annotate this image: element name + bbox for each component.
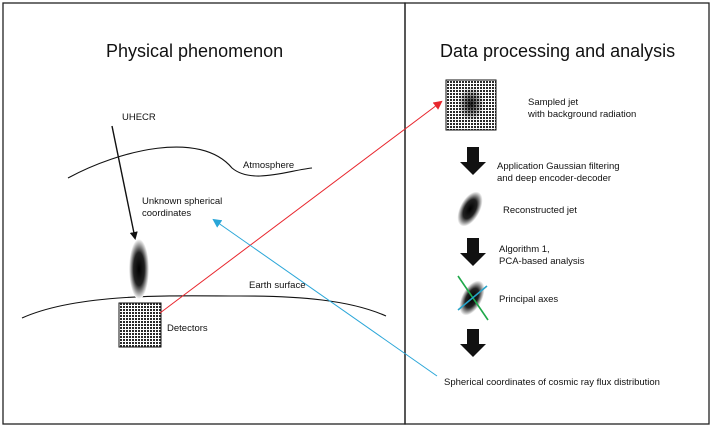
sampled-jet-blob <box>458 87 484 121</box>
detectors-label: Detectors <box>167 323 208 334</box>
blue-arrow-result-to-coords <box>212 218 438 377</box>
principal-axis-minor <box>457 285 488 311</box>
process-arrow-3 <box>460 329 486 357</box>
earth-surface-label: Earth surface <box>249 280 306 291</box>
process-arrow-2 <box>460 238 486 266</box>
air-shower-jet <box>129 239 149 299</box>
uhecr-label: UHECR <box>122 112 156 123</box>
algorithm-step-label: Algorithm 1, PCA-based analysis <box>499 244 585 267</box>
right-panel-frame <box>404 2 710 425</box>
red-arrow-detectors-to-sampled <box>159 100 443 314</box>
result-label: Spherical coordinates of cosmic ray flux… <box>444 377 660 388</box>
detector-grid <box>118 302 162 348</box>
reconstructed-jet <box>457 191 483 227</box>
earth-surface-curve <box>21 295 387 319</box>
atmosphere-curve <box>67 146 313 179</box>
filtering-step-label: Application Gaussian filtering and deep … <box>497 161 620 184</box>
right-panel-title: Data processing and analysis <box>440 41 676 61</box>
left-panel-title: Physical phenomenon <box>106 41 284 61</box>
unknown-coordinates-label: Unknown spherical coordinates <box>142 196 223 219</box>
sampled-jet-label: Sampled jet with background radiation <box>528 97 637 120</box>
atmosphere-label: Atmosphere <box>243 160 295 171</box>
process-arrow-1 <box>460 147 486 175</box>
reconstructed-jet-label: Reconstructed jet <box>503 205 577 216</box>
principal-axes-label: Principal axes <box>499 294 559 305</box>
uhecr-arrow <box>111 125 138 240</box>
